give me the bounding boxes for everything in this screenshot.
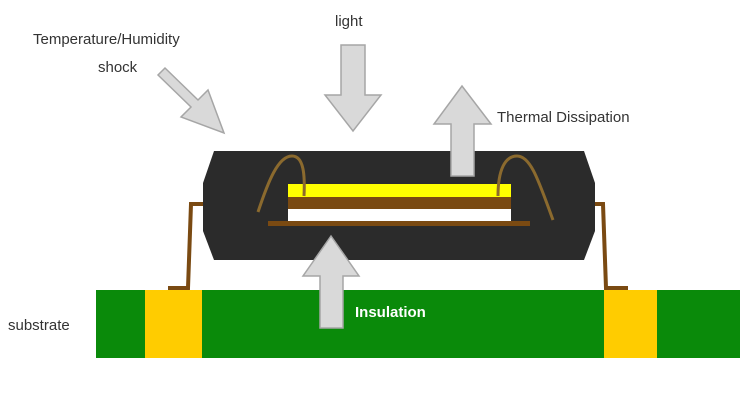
bond-wire-right — [496, 154, 555, 221]
insulation-arrow — [301, 234, 361, 329]
solder-pad-right — [604, 290, 657, 358]
temperature-label-line2: shock — [98, 59, 138, 76]
light-arrow — [323, 44, 383, 133]
insulation-label: Insulation — [355, 304, 426, 321]
die-pad — [268, 221, 530, 226]
insulation-layer — [288, 209, 511, 221]
thermal-arrow — [432, 84, 493, 177]
chip-brown-layer — [288, 197, 511, 209]
thermal-label: Thermal Dissipation — [497, 109, 630, 126]
chip-yellow-layer — [288, 184, 511, 197]
solder-pad-left — [145, 290, 202, 358]
substrate-label: substrate — [8, 317, 70, 334]
temperature-arrow — [156, 66, 226, 135]
temperature-label-line1: Temperature/Humidity — [33, 31, 180, 48]
light-label: light — [335, 13, 363, 30]
bond-wire-left — [256, 154, 306, 213]
lead-left — [168, 202, 214, 290]
